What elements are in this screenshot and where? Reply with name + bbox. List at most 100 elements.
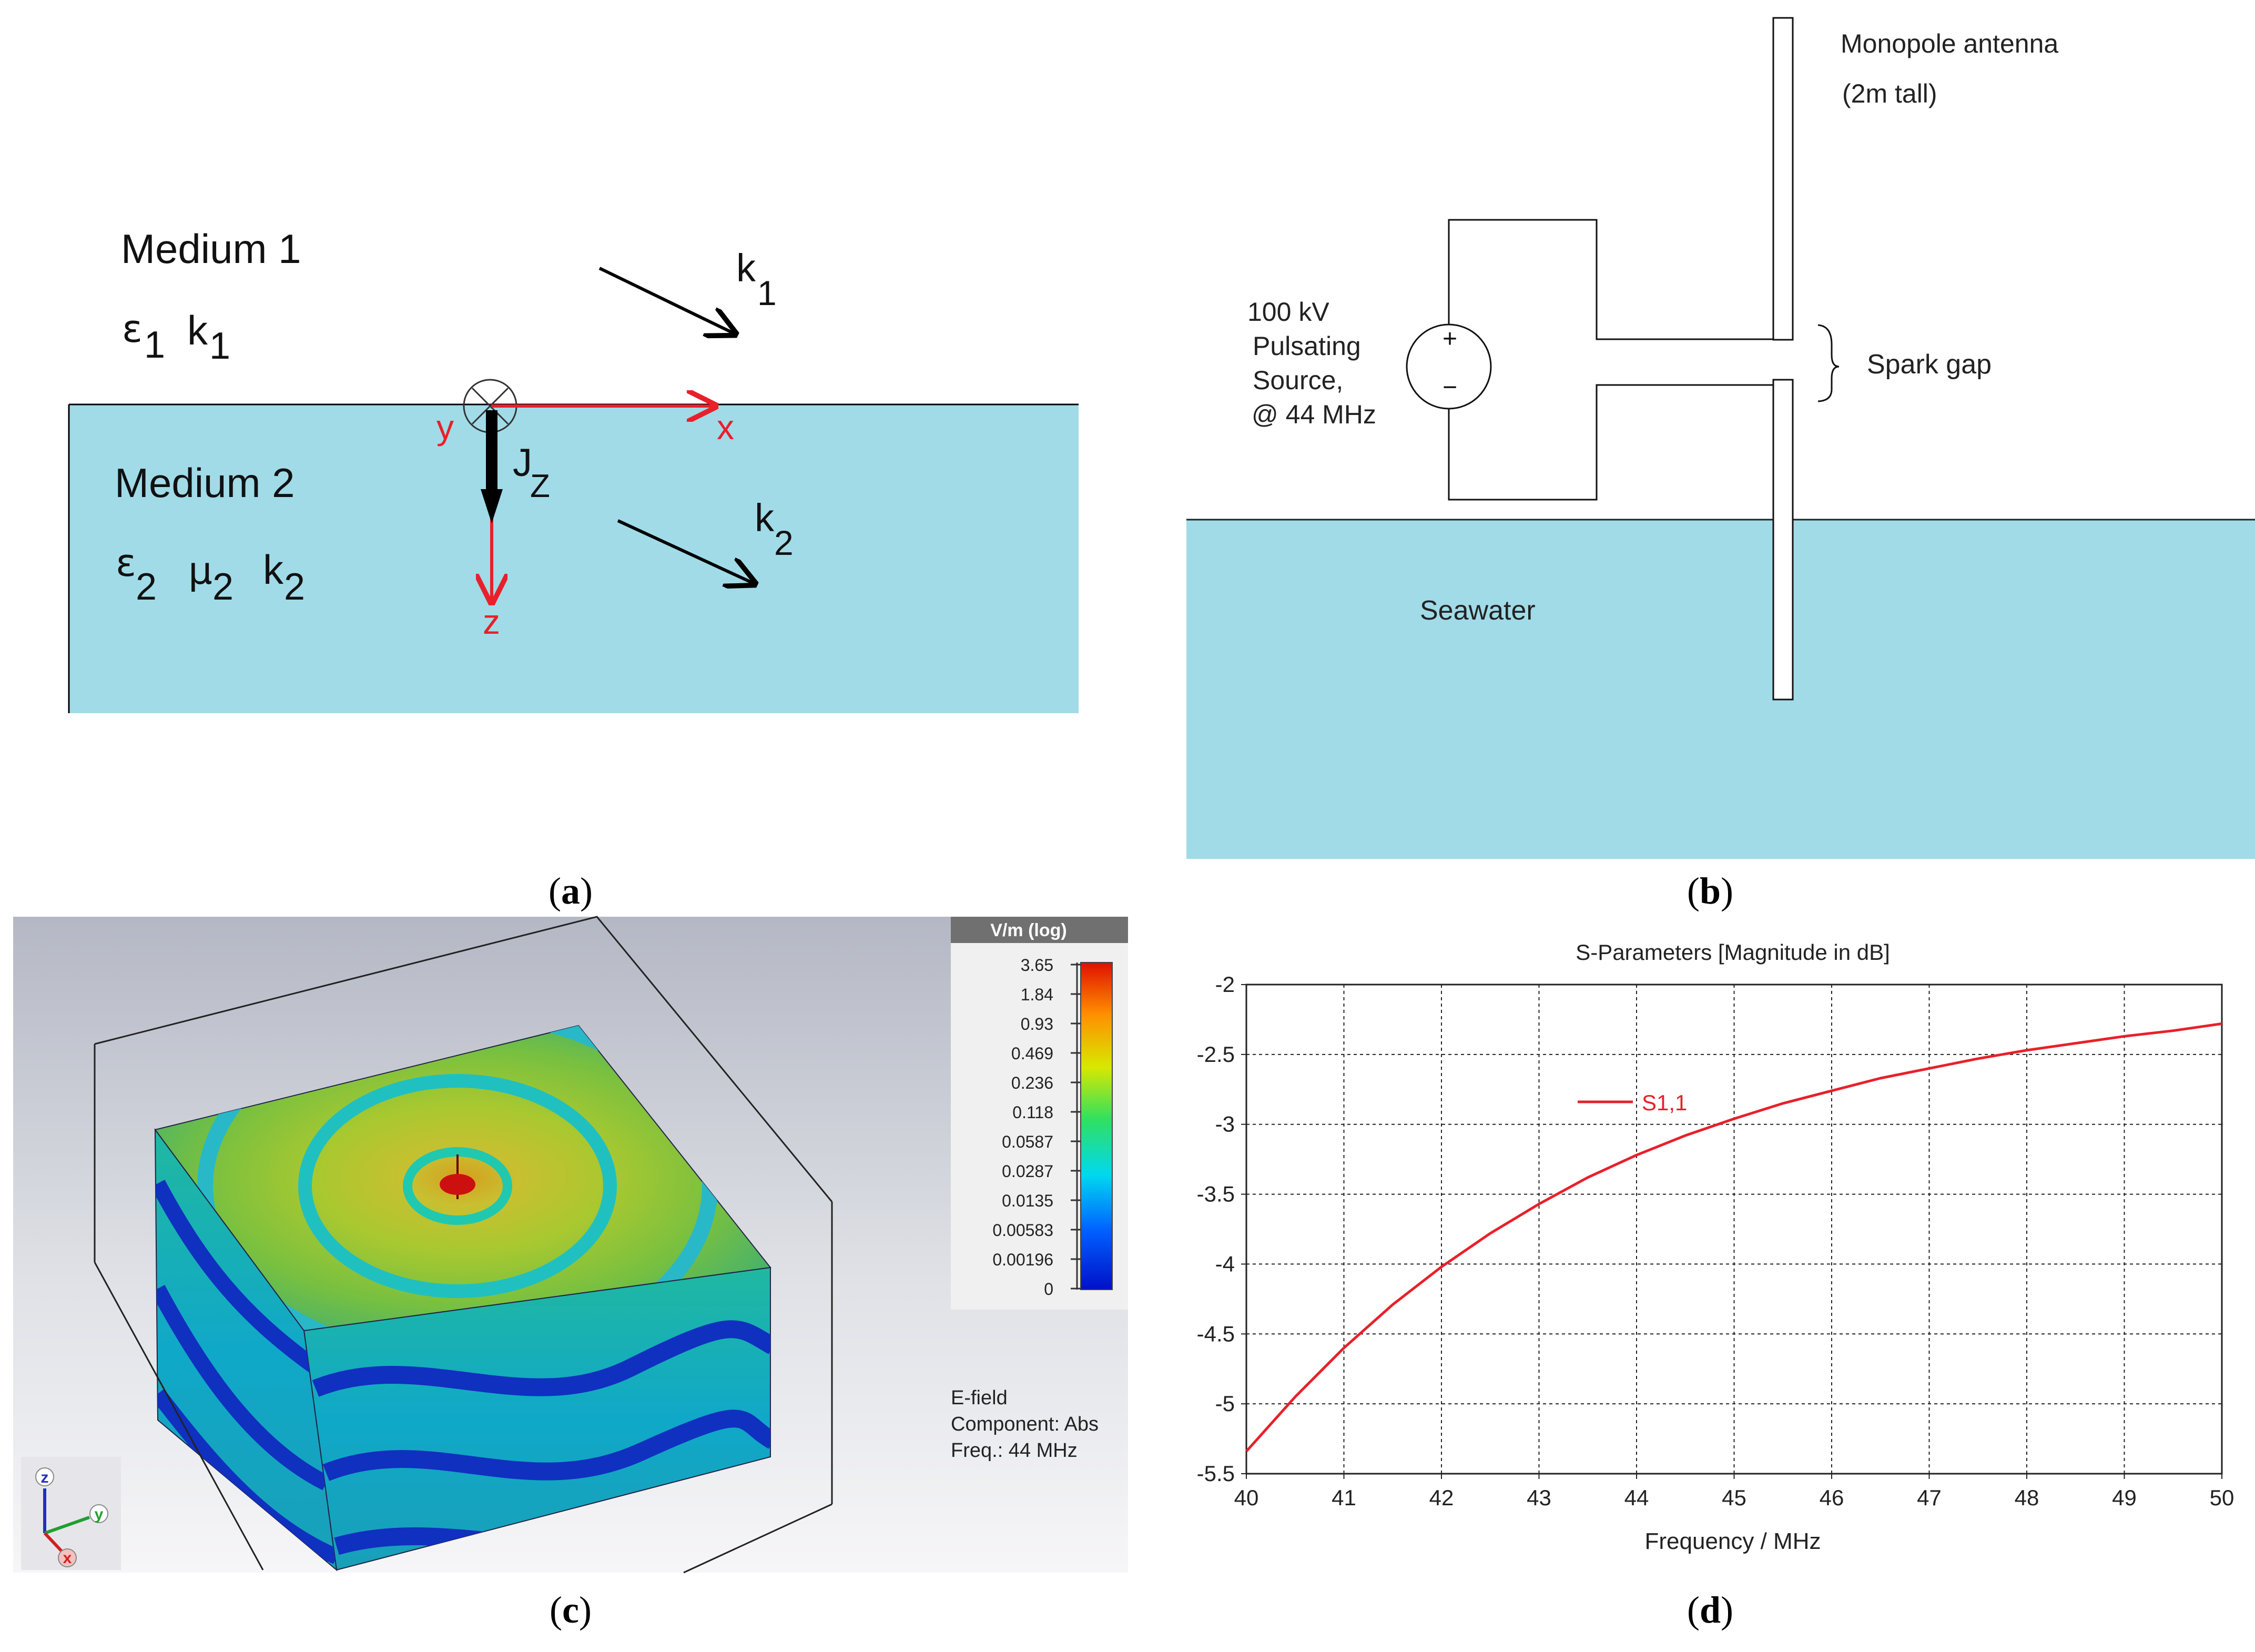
source-circuit-bottom xyxy=(1448,384,1773,501)
medium2-region xyxy=(69,404,1079,713)
jz-current-arrow xyxy=(481,410,503,523)
x-axis-label: x xyxy=(717,408,734,447)
info-line2: Component: Abs xyxy=(951,1413,1099,1435)
seawater-label: Seawater xyxy=(1420,595,1536,626)
medium2-k-sub: 2 xyxy=(284,566,305,608)
panel-d-chart: S-Parameters [Magnitude in dB] 40 41 42 43 4… xyxy=(1197,940,2234,1631)
y-tick-label: -2.5 xyxy=(1197,1042,1235,1067)
source-line1: 100 kV xyxy=(1247,297,1329,327)
medium2-mu-sub: 2 xyxy=(212,566,233,608)
jz-label: J xyxy=(513,441,532,484)
caption-d: (d) xyxy=(1687,1589,1733,1631)
colorbar-ticks: 3.65 1.84 0.93 0.469 0.236 0.118 0.0587 0.0287 0… xyxy=(992,956,1081,1299)
source-minus: − xyxy=(1443,373,1457,401)
medium2-k: k xyxy=(263,546,284,593)
jz-sub: Z xyxy=(530,468,550,504)
x-tick-label: 40 xyxy=(1234,1485,1259,1510)
colorbar-tick-label: 0.0287 xyxy=(1002,1162,1053,1181)
x-axis-title: Frequency / MHz xyxy=(1645,1528,1821,1554)
antenna-height: (2m tall) xyxy=(1842,79,1937,108)
source-circuit-top xyxy=(1448,219,1773,340)
source-line2: Pulsating xyxy=(1253,331,1361,361)
medium2-eps-sub: 2 xyxy=(136,566,157,608)
x-tick-label: 47 xyxy=(1917,1485,1942,1510)
chart-legend: S1,1 xyxy=(1578,1090,1687,1115)
x-tick-label: 42 xyxy=(1429,1485,1454,1510)
medium2-mu: μ xyxy=(188,549,212,593)
z-axis-label: z xyxy=(483,602,500,641)
colorbar-gradient xyxy=(1080,962,1113,1290)
triad-z-label: z xyxy=(41,1469,49,1486)
y-tick-label: -4 xyxy=(1215,1251,1235,1276)
colorbar-tick-label: 0 xyxy=(1044,1280,1053,1299)
y-tick-label: -3.5 xyxy=(1197,1182,1235,1207)
colorbar-tick-label: 0.00196 xyxy=(992,1250,1053,1269)
colorbar-tick-label: 0.118 xyxy=(1012,1103,1053,1122)
k2-arrow xyxy=(617,519,755,584)
x-tick-label: 46 xyxy=(1820,1485,1844,1510)
x-tick-label: 50 xyxy=(2210,1485,2234,1510)
bounding-box-front xyxy=(94,1262,264,1570)
triad-x-label: x xyxy=(63,1549,72,1567)
panel-c: V/m (log) 3.65 1.84 0.93 0.469 0.236 0.118 0.0… xyxy=(13,916,1128,1631)
medium1-k: k xyxy=(187,307,208,353)
antenna-label: Monopole antenna xyxy=(1841,29,2058,58)
info-line3: Freq.: 44 MHz xyxy=(951,1440,1078,1462)
triad-y xyxy=(44,1516,90,1535)
y-tick-label: -5 xyxy=(1215,1391,1235,1416)
x-tick-label: 49 xyxy=(2112,1485,2137,1510)
y-tick-label: -4.5 xyxy=(1197,1321,1235,1346)
medium2-label: Medium 2 xyxy=(115,460,294,506)
source-plus: + xyxy=(1443,325,1457,353)
triad-y-label: y xyxy=(95,1506,104,1523)
bounding-box-back xyxy=(94,916,833,1202)
x-tick-label: 41 xyxy=(1332,1485,1356,1510)
triad-x xyxy=(43,1532,64,1553)
y-axis-label: y xyxy=(436,408,454,447)
x-tick-label: 48 xyxy=(2015,1485,2039,1510)
colorbar-tick-label: 0.0587 xyxy=(1002,1132,1053,1151)
k1-arrow xyxy=(598,267,735,334)
spark-gap-brace xyxy=(1817,324,1840,402)
x-tick-label: 44 xyxy=(1624,1485,1649,1510)
legend-label: S1,1 xyxy=(1642,1090,1687,1115)
series-line-s11 xyxy=(1245,1022,2222,1453)
colorbar-tick-label: 0.236 xyxy=(1011,1073,1053,1092)
chart-title: S-Parameters [Magnitude in dB] xyxy=(1576,940,1890,965)
antenna-upper xyxy=(1772,17,1794,341)
spark-gap-label: Spark gap xyxy=(1867,349,1992,380)
colorbar-tick-label: 0.93 xyxy=(1021,1015,1053,1033)
colorbar-tick-label: 3.65 xyxy=(1021,956,1053,975)
colorbar-tick-label: 0.469 xyxy=(1011,1044,1053,1063)
medium1-eps-sub: 1 xyxy=(144,324,165,366)
source-line4: @ 44 MHz xyxy=(1252,400,1376,429)
source-line3: Source, xyxy=(1253,366,1343,395)
medium1-eps: ε xyxy=(122,307,143,351)
colorbar-title-bar xyxy=(951,917,1128,943)
caption-b: (b) xyxy=(1687,870,1733,912)
panel-a: Medium 1 ε 1 k 1 k 1 Medium 2 ε 2 μ 2 k … xyxy=(68,226,1079,912)
colorbar-tick-label: 0.00583 xyxy=(992,1221,1053,1240)
k2-sub: 2 xyxy=(774,523,794,562)
panel-b: + − 100 kV Pulsating Source, @ 44 MHz Sp… xyxy=(1186,17,2255,912)
seawater-region xyxy=(1186,520,2255,859)
medium2-eps: ε xyxy=(116,541,136,585)
k2-label: k xyxy=(755,496,775,540)
voltage-source-symbol xyxy=(1406,323,1492,410)
colorbar-title: V/m (log) xyxy=(990,920,1066,940)
x-tick-label: 43 xyxy=(1527,1485,1551,1510)
caption-a: (a) xyxy=(548,870,593,912)
k1-sub: 1 xyxy=(757,273,777,312)
medium1-k-sub: 1 xyxy=(209,325,230,367)
info-line1: E-field xyxy=(951,1387,1008,1409)
y-tick-label: -3 xyxy=(1215,1112,1235,1137)
plot-area xyxy=(1245,984,2223,1475)
k1-label: k xyxy=(736,246,756,290)
y-tick-labels: -2-2.5-3-3.5-4-4.5-5-5.5 xyxy=(1197,972,1246,1486)
y-tick-label: -5.5 xyxy=(1197,1461,1235,1486)
colorbar-tick-label: 1.84 xyxy=(1021,985,1053,1004)
colorbar-tick-label: 0.0135 xyxy=(1002,1191,1053,1210)
source-hotspot xyxy=(440,1174,475,1195)
caption-c: (c) xyxy=(550,1589,592,1631)
